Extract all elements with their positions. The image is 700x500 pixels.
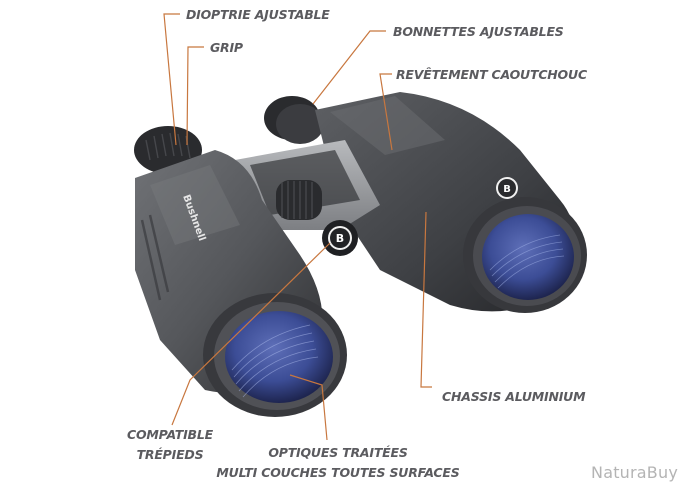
callout-tripod: COMPATIBLE TRÉPIEDS — [110, 428, 230, 462]
naturabuy-watermark: NaturaBuy — [591, 463, 678, 482]
callout-optics-line2: MULTI COUCHES TOUTES SURFACES — [216, 465, 460, 480]
svg-text:B: B — [503, 184, 511, 195]
callout-rubber: REVÊTEMENT CAOUTCHOUC — [396, 67, 587, 82]
callout-chassis: CHASSIS ALUMINIUM — [442, 389, 586, 404]
callout-tripod-line1: COMPATIBLE — [127, 427, 213, 442]
callout-optics-line1: OPTIQUES TRAITÉES — [268, 445, 408, 460]
callout-tripod-line2: TRÉPIEDS — [136, 447, 204, 462]
svg-text:B: B — [336, 232, 344, 245]
right-barrel: B — [315, 92, 587, 313]
right-eyecup — [264, 96, 324, 144]
callout-dioptre: DIOPTRIE AJUSTABLE — [186, 7, 330, 22]
callout-grip: GRIP — [210, 40, 243, 55]
callout-eyecups: BONNETTES AJUSTABLES — [393, 24, 564, 39]
center-bridge: B — [235, 140, 380, 256]
callout-optics: OPTIQUES TRAITÉES MULTI COUCHES TOUTES S… — [215, 446, 461, 480]
leader-lines — [163, 13, 432, 441]
